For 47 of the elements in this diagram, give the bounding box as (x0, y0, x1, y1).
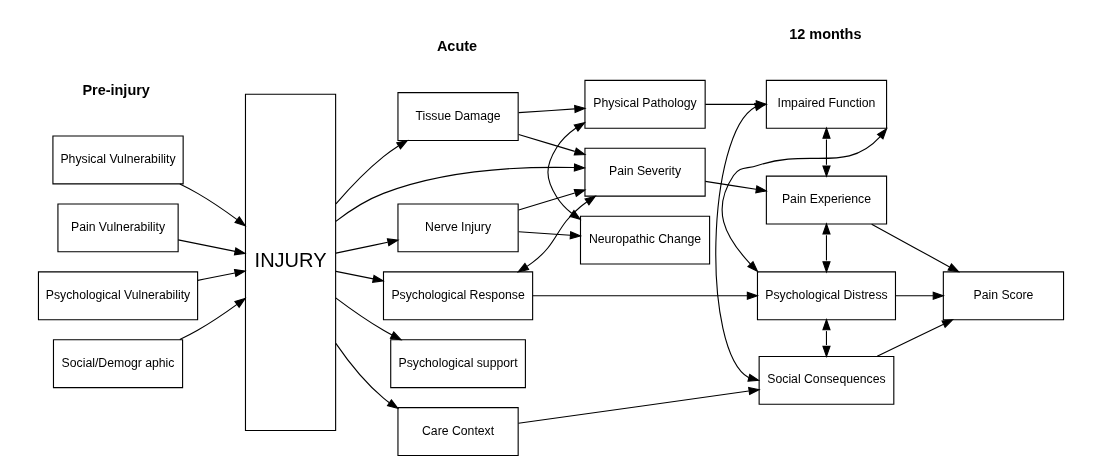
arrow (532, 291, 760, 301)
node-box: Social/Demogr aphic (52, 339, 184, 389)
node-box: Physical Vulnerability (52, 135, 184, 185)
node-box: Impaired Function (765, 79, 888, 129)
arrow (335, 163, 587, 222)
node-box: Nerve Injury (397, 203, 519, 253)
arrow (179, 297, 247, 341)
arrow (547, 121, 587, 221)
node-box: INJURY (244, 93, 337, 431)
arrow (822, 222, 831, 274)
arrow (335, 238, 400, 254)
node-box: Pain Vulnerability (57, 203, 179, 253)
arrow (335, 297, 403, 341)
arrow (177, 239, 247, 256)
arrow (822, 126, 831, 178)
label: 12 months (789, 26, 862, 43)
arrow (518, 230, 583, 240)
arrow (876, 319, 955, 357)
arrow (197, 268, 247, 281)
arrow (518, 104, 587, 114)
arrow (704, 180, 768, 194)
arrow (822, 318, 831, 359)
arrow (518, 188, 587, 211)
arrow (871, 223, 961, 273)
node-box: Pain Experience (765, 175, 888, 225)
node-box: Psychological Vulnerability (37, 271, 199, 321)
label: Acute (436, 38, 478, 55)
node-box: Neuropathic Change (579, 215, 711, 265)
node-box: Tissue Damage (397, 92, 519, 142)
node-box: Pain Score (942, 271, 1065, 321)
arrow (721, 127, 888, 273)
label: Pre-injury (82, 81, 150, 98)
arrow (517, 386, 761, 424)
arrow (335, 139, 409, 205)
arrow (179, 183, 247, 227)
arrow (335, 342, 400, 410)
node-box: Pain Severity (584, 147, 706, 197)
node-box: Psychological Response (382, 271, 534, 321)
node-box: Psychological Distress (756, 271, 897, 321)
node-box: Psychological support (390, 339, 526, 389)
arrow (518, 133, 587, 156)
node-box: Care Context (397, 407, 519, 457)
arrow (335, 270, 385, 283)
arrow (895, 291, 945, 301)
node-box: Social Consequences (758, 355, 895, 405)
arrow (516, 195, 597, 273)
node-box: Physical Pathology (584, 79, 706, 129)
